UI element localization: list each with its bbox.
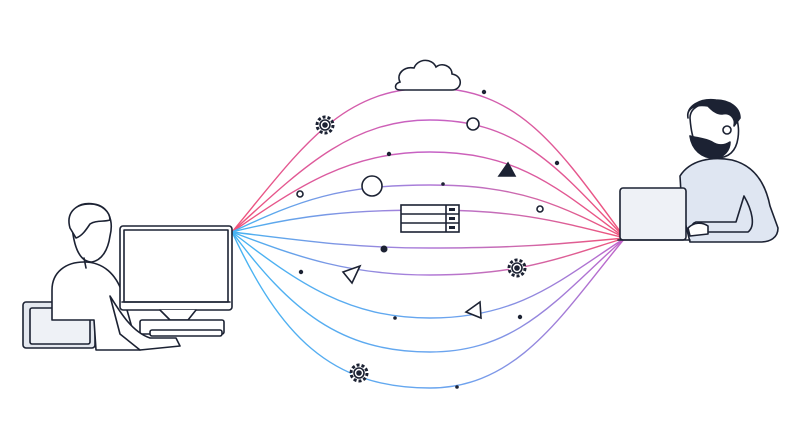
node-dots [298, 89, 560, 389]
node-dot-icon [441, 182, 445, 186]
left-person-neck [83, 257, 87, 269]
left-person-hair [68, 203, 111, 239]
keyboard [149, 329, 223, 337]
connection-curves [231, 87, 626, 389]
node-dot-icon [517, 314, 523, 320]
right-person-torso [679, 157, 779, 243]
curve-10 [231, 231, 626, 389]
curve-9 [231, 231, 626, 353]
node-dot-icon [380, 245, 388, 253]
laptop-right [617, 187, 691, 241]
bearded-person-at-laptop [617, 98, 779, 243]
triangle-icon [497, 161, 517, 177]
left-person-arm [109, 295, 181, 351]
curve-8 [231, 231, 626, 319]
database-icon [400, 204, 460, 233]
curve-3 [231, 151, 626, 239]
desktop-monitor [119, 225, 233, 335]
curve-6 [231, 231, 626, 249]
right-person-beard [689, 135, 731, 159]
circle-icon [536, 205, 544, 213]
node-dot-icon [455, 385, 459, 389]
node-dot-icon [481, 89, 487, 95]
right-person-hand [687, 222, 709, 237]
gear-icon [315, 115, 335, 135]
triangle-icon [464, 300, 482, 320]
node-dot-icon [393, 316, 397, 320]
gear-icon [349, 363, 369, 383]
right-person-hair [686, 98, 741, 127]
circle-icon [296, 190, 304, 198]
curve-4 [231, 184, 626, 239]
gear-icon [507, 258, 527, 278]
curve-2 [231, 119, 626, 239]
person-at-desktop [22, 202, 233, 351]
circle-icon [361, 175, 383, 197]
triangle-icon [341, 264, 362, 285]
circle-icon [466, 117, 480, 131]
curve-7 [231, 231, 626, 276]
right-person-ear [722, 125, 732, 135]
node-dot-icon [386, 151, 392, 157]
node-dot-icon [554, 160, 560, 166]
curve-icons [296, 59, 544, 383]
cloud-icon [394, 59, 462, 91]
node-dot-icon [298, 269, 304, 275]
